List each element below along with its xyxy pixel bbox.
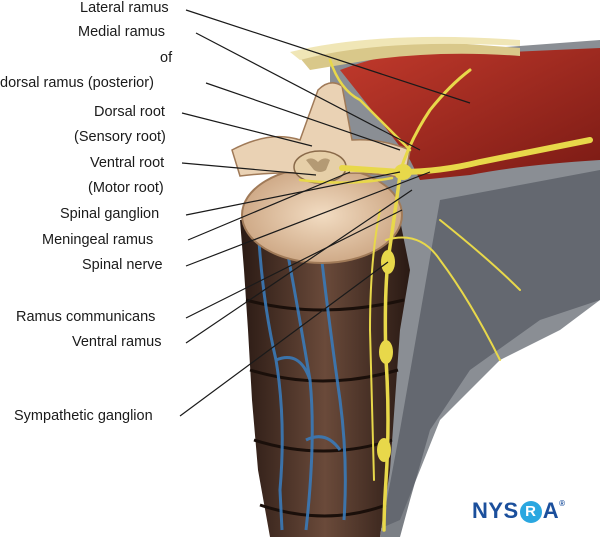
leader-lines (179, 9, 471, 417)
label-medial-ramus: Medial ramus (78, 24, 166, 40)
label-spinal-ganglion: Spinal ganglion (60, 206, 160, 222)
back-muscle (340, 48, 600, 180)
label-motor-root: (Motor root) (88, 180, 164, 196)
label-sensory-root: (Sensory root) (74, 129, 166, 145)
logo-suffix: A (542, 498, 560, 523)
label-lateral-ramus: Lateral ramus (80, 0, 169, 16)
label-of: of (160, 50, 173, 66)
label-ventral-root: Ventral root (90, 155, 165, 171)
label-dorsal-root: Dorsal root (94, 104, 165, 120)
trunk-shadow (380, 170, 600, 537)
skin-layer (290, 36, 520, 60)
label-ventral-ramus: Ventral ramus (72, 334, 162, 350)
label-ramus-communicans: Ramus communicans (16, 309, 156, 325)
label-sympathetic-ganglion: Sympathetic ganglion (14, 408, 153, 424)
label-meningeal-ramus: Meningeal ramus (42, 232, 154, 248)
veins (256, 224, 347, 531)
logo-circle-letter: R (519, 501, 542, 523)
logo-registered-mark: ® (559, 499, 566, 508)
logo-prefix: NYS (472, 498, 519, 523)
label-dorsal-ramus: dorsal ramus (posterior) (0, 75, 154, 91)
gray-matter (306, 158, 330, 172)
label-spinal-nerve: Spinal nerve (82, 257, 163, 273)
